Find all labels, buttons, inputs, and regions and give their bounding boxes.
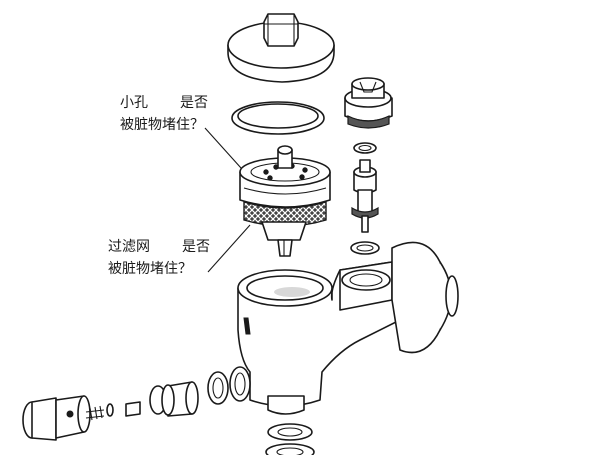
valve-body (237, 241, 459, 415)
top-cap (227, 13, 335, 83)
callout-filter-text-b: 是否 (182, 239, 210, 255)
callout-filter-text-line2: 被脏物堵住？ (108, 261, 192, 277)
callout-holes-text-b: 是否 (180, 95, 208, 111)
small-o-ring-1 (353, 142, 377, 154)
leader-line-filter (207, 224, 251, 273)
callout-filter: 过滤网 是否 被脏物堵住？ (108, 236, 210, 280)
small-o-ring-2 (350, 241, 380, 255)
filter-mesh (243, 201, 327, 257)
seal-ring-1 (207, 371, 229, 405)
callout-filter-text-a: 过滤网 (108, 239, 150, 255)
small-pin (125, 401, 141, 417)
seal-ring-2 (229, 366, 251, 402)
bottom-washers (265, 423, 315, 455)
handle-assembly (22, 366, 251, 441)
callout-holes-text-a: 小孔 (120, 95, 148, 111)
diaphragm-assembly (239, 145, 331, 208)
callout-holes: 小孔 是否 被脏物堵住？ (120, 92, 208, 136)
stem (351, 159, 379, 233)
hex-nut (263, 13, 299, 47)
callout-holes-text-line2: 被脏物堵住？ (120, 117, 204, 133)
control-cap (344, 77, 393, 129)
large-o-ring (231, 101, 325, 135)
